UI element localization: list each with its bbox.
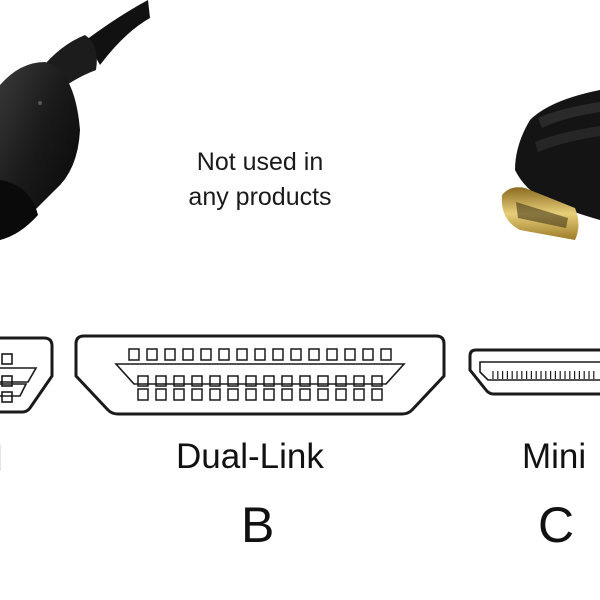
connector-b-pin-top [218, 348, 230, 361]
mini-cable-photo [501, 90, 600, 240]
connector-b-pin-mid [173, 375, 185, 387]
connector-b-pin-bottom [317, 388, 329, 401]
cable-wire [86, 0, 150, 65]
note-text: Not used in any products [150, 145, 370, 215]
connector-b-pin-top [254, 348, 266, 361]
connector-b-pin-bottom [155, 388, 167, 401]
connector-b-pin-bottom [281, 388, 293, 401]
connector-b-pin-top [164, 348, 176, 361]
connector-c-shell [468, 348, 600, 396]
connector-c-letter: C [538, 497, 575, 553]
connector-b-tongue [114, 363, 406, 385]
connector-b-pin-bottom [335, 388, 347, 401]
connector-b-pin-bottom [371, 388, 383, 401]
connector-b-shell [74, 334, 446, 416]
connector-b-pin-mid [335, 375, 347, 387]
connector-b-pin-bottom [353, 388, 365, 401]
connector-c-outline [468, 348, 600, 396]
connector-b-pin-top [308, 348, 320, 361]
connector-b-pin-mid [263, 375, 275, 387]
connector-b-pin-bottom [227, 388, 239, 401]
connector-b-pin-top [344, 348, 356, 361]
connector-b-pin-bottom [173, 388, 185, 401]
standard-cable-photo [0, 0, 150, 240]
connector-b-pin-top [182, 348, 194, 361]
connector-b-pin-bottom [191, 388, 203, 401]
connector-b-pin-mid [191, 375, 203, 387]
connector-b-pin-mid [209, 375, 221, 387]
connector-b-pin-mid [245, 375, 257, 387]
connector-b-pin-mid [155, 375, 167, 387]
connector-b-pin-bottom [245, 388, 257, 401]
connector-b-pin-mid [299, 375, 311, 387]
connector-a-outline [0, 336, 54, 414]
connector-c-label: Mini [522, 437, 587, 476]
connector-b-pin-bottom [137, 388, 149, 401]
connector-b-pin-top [200, 348, 212, 361]
connector-b-pin-bottom [263, 388, 275, 401]
connector-b-outline [74, 334, 446, 416]
note-line-1: Not used in [196, 148, 324, 176]
connector-b-pin-bottom [209, 388, 221, 401]
connector-b-pin-mid [353, 375, 365, 387]
connector-b-pin-top [128, 348, 140, 361]
note-line-2: any products [188, 183, 332, 211]
connector-b-pin-top [380, 348, 392, 361]
mini-plug-body [515, 90, 600, 220]
connector-b-pin-top [146, 348, 158, 361]
connector-b-pin-top [362, 348, 374, 361]
connector-b-pin-top [272, 348, 284, 361]
connector-c-tongue [479, 361, 600, 381]
connector-b-pin-top [326, 348, 338, 361]
connector-a-label: d [0, 439, 2, 479]
connector-b-pin-mid [281, 375, 293, 387]
connector-b-pin-top [236, 348, 248, 361]
connector-b-pin-mid [137, 375, 149, 387]
connector-b-label: Dual-Link [176, 437, 324, 476]
connector-b-pin-mid [227, 375, 239, 387]
connector-b-pin-top [290, 348, 302, 361]
connector-b-pin-bottom [299, 388, 311, 401]
connector-b-pin-mid [317, 375, 329, 387]
connector-b-pin-mid [371, 375, 383, 387]
plug-edge [0, 180, 38, 240]
connector-b-letter: B [241, 497, 275, 553]
